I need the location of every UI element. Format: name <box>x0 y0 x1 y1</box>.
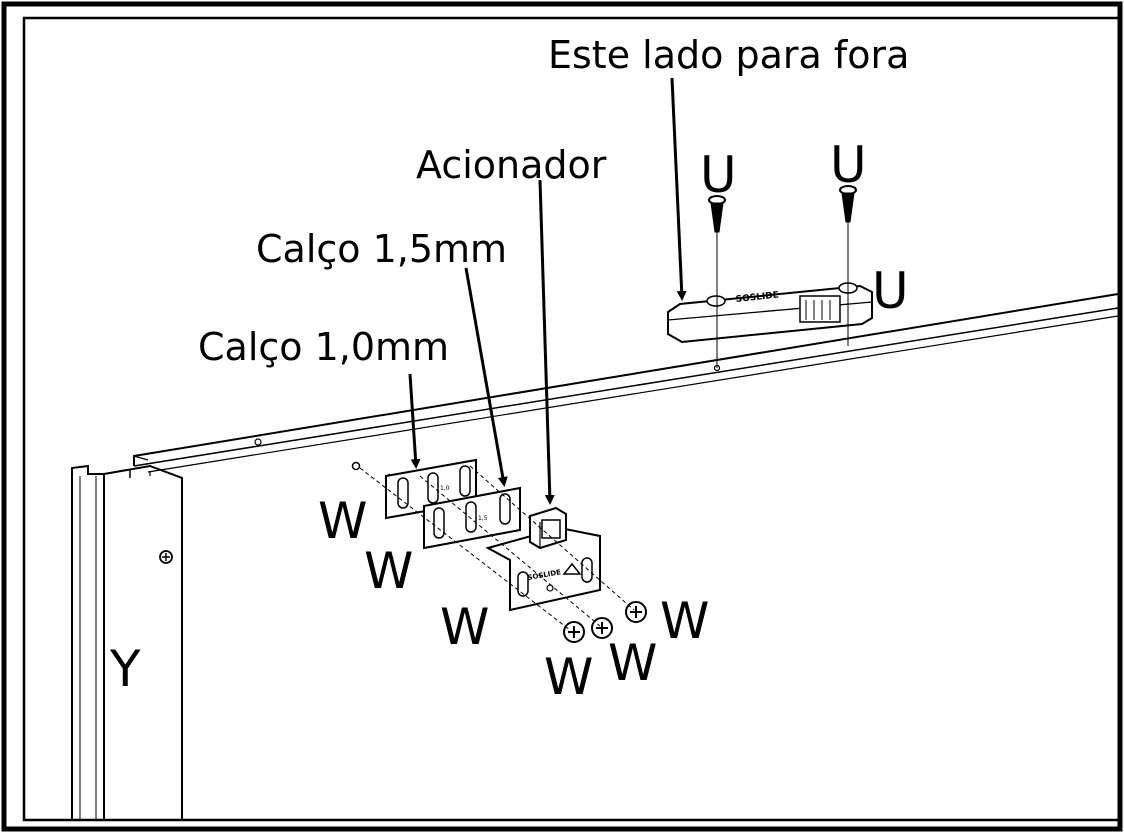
arrow-calco-15 <box>464 267 508 487</box>
label-w-5: W <box>608 634 658 692</box>
label-este-lado-para-fora: Este lado para fora <box>548 33 910 77</box>
label-w-6: W <box>660 592 710 650</box>
side-profile <box>71 464 183 820</box>
shim-1-5: 1,5 <box>423 486 521 550</box>
arrow-calco-10 <box>408 373 421 469</box>
label-w-1: W <box>318 492 368 550</box>
shim-1-5-mark: 1,5 <box>478 515 488 522</box>
inner-frame <box>22 16 1122 822</box>
label-w-2: W <box>364 542 414 600</box>
runner-brand-text: SOSLIDE <box>735 291 779 305</box>
shim-1-0-mark: 1,0 <box>440 485 450 492</box>
door-panel <box>133 293 1119 476</box>
label-u-left: U <box>700 146 737 204</box>
label-calco-1-0mm: Calço 1,0mm <box>198 325 450 369</box>
label-u-right: U <box>830 136 867 194</box>
screws-u <box>708 185 857 368</box>
label-w-3: W <box>440 598 490 656</box>
top-runner: SOSLIDE <box>667 282 873 344</box>
leader-arrows <box>408 77 687 505</box>
arrow-este-lado <box>670 77 687 301</box>
label-acionador: Acionador <box>416 143 607 187</box>
label-w-4: W <box>544 648 594 706</box>
label-y: Y <box>110 640 141 698</box>
screws-w <box>351 461 647 643</box>
label-u-runner: U <box>872 262 909 320</box>
actuator: SOSLIDE <box>485 506 601 612</box>
arrow-acionador <box>538 179 555 505</box>
label-calco-1-5mm: Calço 1,5mm <box>256 227 508 271</box>
